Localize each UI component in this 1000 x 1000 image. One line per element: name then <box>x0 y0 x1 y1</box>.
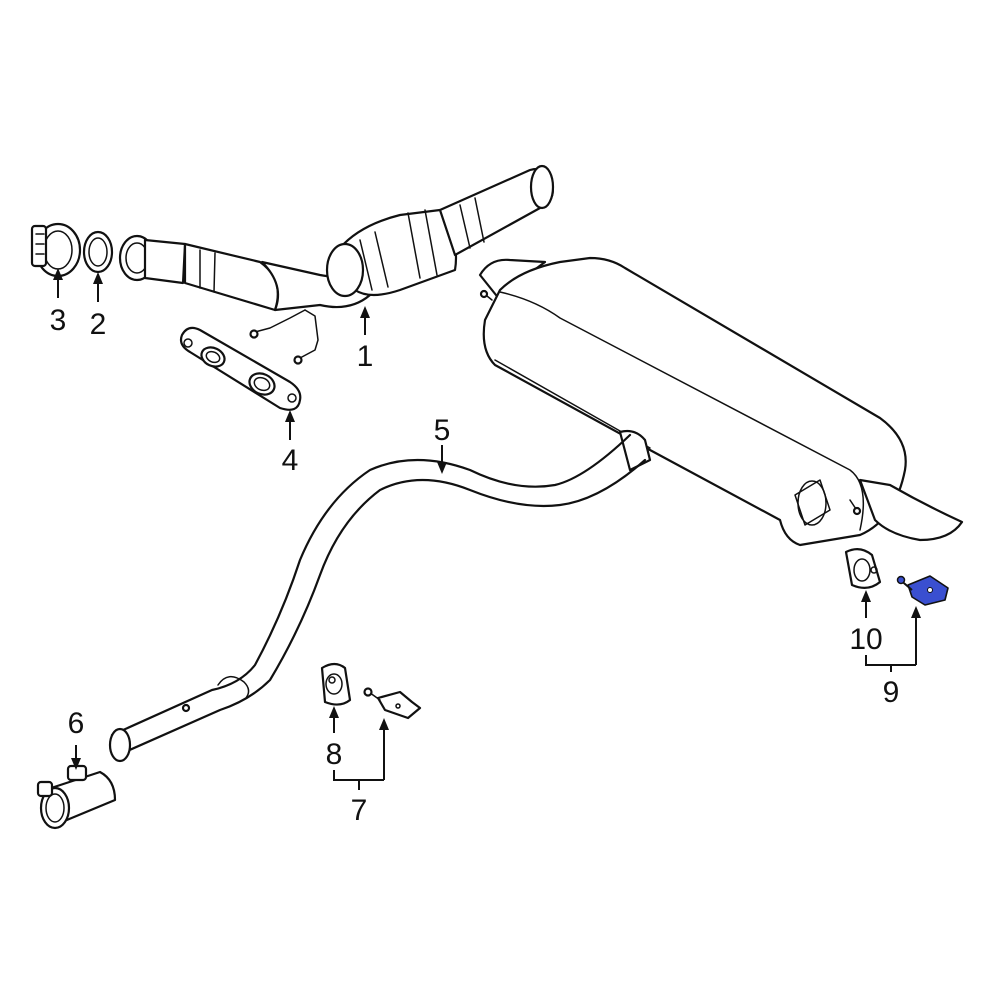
part-9-hanger-bracket-highlighted[interactable] <box>896 575 949 606</box>
callout-1: 1 <box>357 340 374 373</box>
part-3-clamp[interactable] <box>30 222 82 278</box>
callout-5: 5 <box>434 414 451 447</box>
part-8-rubber-hanger[interactable] <box>320 662 352 706</box>
part-5-intermediate-pipe[interactable] <box>108 433 647 763</box>
part-1-catalytic-converter-pipe[interactable] <box>118 164 555 365</box>
leader-lines <box>53 268 921 790</box>
callout-9: 9 <box>883 676 900 709</box>
rear-muffler[interactable] <box>478 256 964 547</box>
callout-7: 7 <box>351 794 368 827</box>
part-6-pipe-clamp[interactable] <box>36 764 117 830</box>
callout-2: 2 <box>90 308 107 341</box>
part-2-gasket[interactable] <box>82 230 114 274</box>
callout-6: 6 <box>68 707 85 740</box>
part-7-hanger-bracket[interactable] <box>363 687 422 720</box>
callout-labels: 1 2 3 4 5 6 7 8 9 10 <box>50 304 900 827</box>
part-10-rubber-hanger[interactable] <box>844 548 882 589</box>
callout-8: 8 <box>326 738 343 771</box>
callout-3: 3 <box>50 304 67 337</box>
callout-4: 4 <box>282 444 299 477</box>
callout-10: 10 <box>849 623 882 656</box>
part-4-flange-gasket[interactable] <box>179 326 302 411</box>
